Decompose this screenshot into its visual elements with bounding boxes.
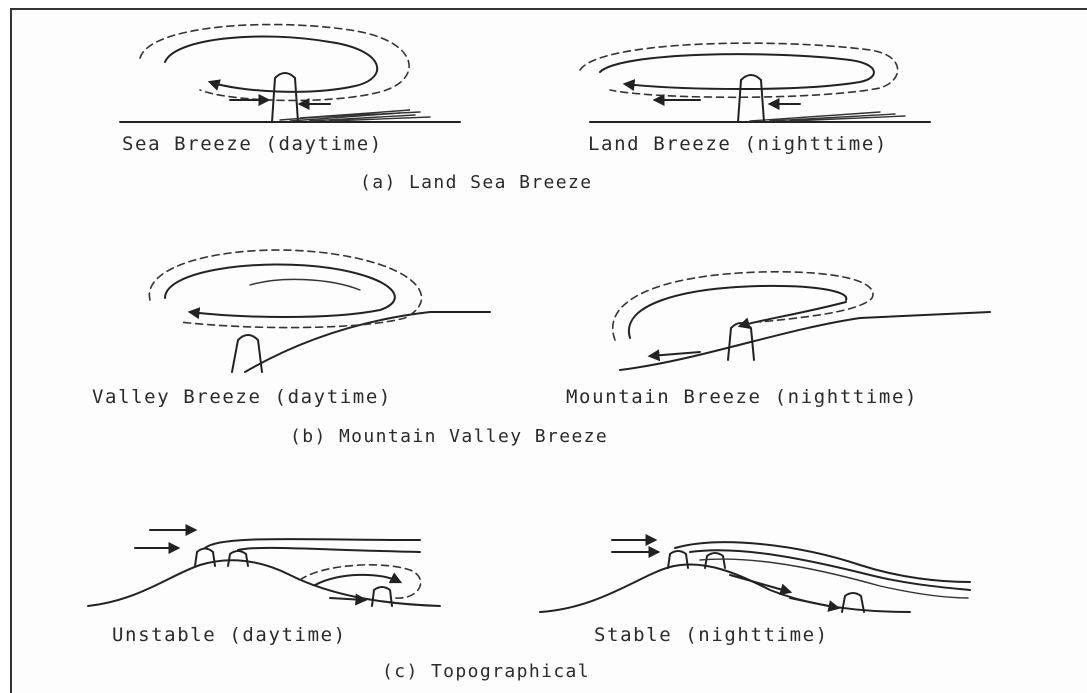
stack — [738, 75, 764, 122]
caption-valley-breeze: Valley Breeze (daytime) — [92, 386, 392, 408]
unstable-illustration — [88, 530, 440, 606]
stack — [232, 335, 262, 372]
hill-profile — [88, 560, 440, 606]
stack — [272, 73, 298, 122]
caption-land-breeze: Land Breeze (nighttime) — [588, 133, 888, 155]
caption-sea-breeze: Sea Breeze (daytime) — [122, 133, 383, 155]
sea-breeze-illustration — [120, 25, 460, 122]
caption-mountain-breeze: Mountain Breeze (nighttime) — [566, 386, 918, 408]
valley-breeze-loop-outer — [149, 250, 421, 328]
heading-land-sea-breeze: (a) Land Sea Breeze — [360, 172, 593, 193]
heading-mountain-valley-breeze: (b) Mountain Valley Breeze — [290, 426, 608, 447]
stable-illustration — [540, 540, 970, 612]
slope — [245, 312, 490, 372]
land-breeze-illustration — [580, 43, 930, 122]
heading-topographical: (c) Topographical — [382, 661, 590, 682]
caption-stable: Stable (nighttime) — [594, 624, 829, 646]
sea-breeze-loop-inner — [165, 36, 377, 91]
slope — [620, 312, 990, 370]
mountain-breeze-illustration — [613, 272, 990, 370]
caption-unstable: Unstable (daytime) — [112, 624, 347, 646]
valley-breeze-illustration — [149, 250, 490, 372]
